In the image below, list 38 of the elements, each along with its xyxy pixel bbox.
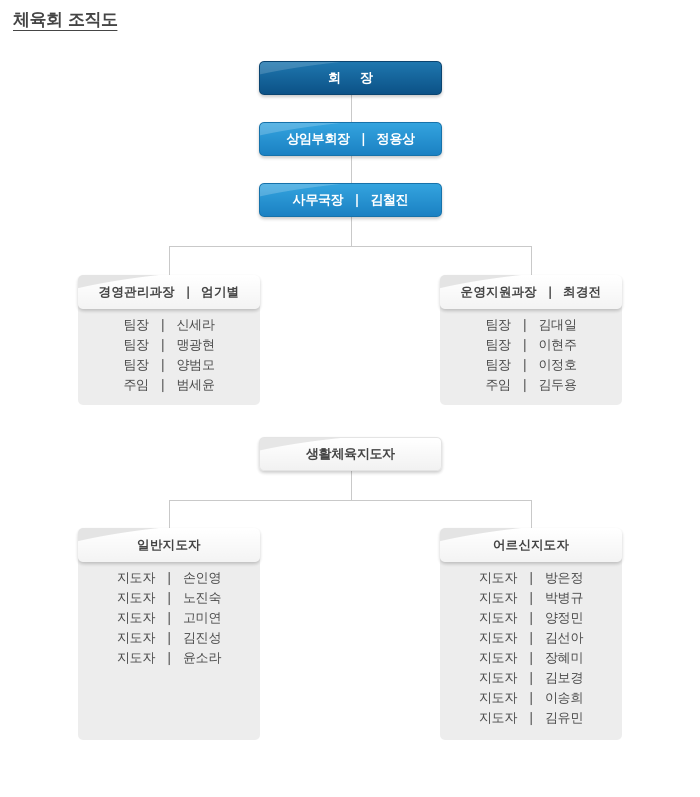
staff-entry: 팀장 | 이정호 bbox=[485, 357, 577, 375]
staff-entry: 주임 | 범세윤 bbox=[123, 377, 215, 395]
panel-header: 일반지도자 bbox=[78, 528, 260, 562]
staff-entry: 지도자 | 김보경 bbox=[479, 670, 583, 688]
connector-line bbox=[351, 216, 532, 276]
staff-entry: 지도자 | 장혜미 bbox=[479, 650, 583, 668]
position-box: 회 장 bbox=[259, 61, 442, 95]
staff-entry: 지도자 | 김진성 bbox=[117, 630, 221, 648]
position-box: 상임부회장 | 정용상 bbox=[259, 122, 442, 156]
staff-entry: 팀장 | 이현주 bbox=[485, 337, 577, 355]
staff-entry: 주임 | 김두용 bbox=[485, 377, 577, 395]
panel-header: 어르신지도자 bbox=[440, 528, 622, 562]
connector-line bbox=[351, 156, 352, 184]
staff-entry: 지도자 | 양정민 bbox=[479, 610, 583, 628]
panel-header: 경영관리과장 | 엄기별 bbox=[78, 275, 260, 309]
position-box: 생활체육지도자 bbox=[259, 437, 442, 471]
panel-header: 운영지원과장 | 최경전 bbox=[440, 275, 622, 309]
staff-entry: 지도자 | 윤소라 bbox=[117, 650, 221, 668]
staff-panel bbox=[78, 528, 260, 740]
staff-entry: 지도자 | 김선아 bbox=[479, 630, 583, 648]
staff-entry: 지도자 | 박병규 bbox=[479, 590, 583, 608]
position-box: 사무국장 | 김철진 bbox=[259, 183, 442, 217]
staff-panel bbox=[440, 528, 622, 740]
staff-panel bbox=[440, 275, 622, 405]
staff-panel bbox=[78, 275, 260, 405]
staff-entry: 지도자 | 이송희 bbox=[479, 690, 583, 708]
page-title: 체육회 조직도 bbox=[13, 9, 118, 32]
staff-entry: 지도자 | 손인영 bbox=[117, 570, 221, 588]
staff-entry: 지도자 | 노진숙 bbox=[117, 590, 221, 608]
staff-entry: 팀장 | 맹광현 bbox=[123, 337, 215, 355]
staff-entry: 지도자 | 방은정 bbox=[479, 570, 583, 588]
staff-entry: 지도자 | 김유민 bbox=[479, 710, 583, 728]
staff-entry: 팀장 | 신세라 bbox=[123, 317, 215, 335]
staff-entry: 팀장 | 김대일 bbox=[485, 317, 577, 335]
connector-line bbox=[351, 94, 352, 122]
staff-entry: 팀장 | 양범모 bbox=[123, 357, 215, 375]
staff-entry: 지도자 | 고미연 bbox=[117, 610, 221, 628]
connector-line bbox=[351, 470, 532, 528]
